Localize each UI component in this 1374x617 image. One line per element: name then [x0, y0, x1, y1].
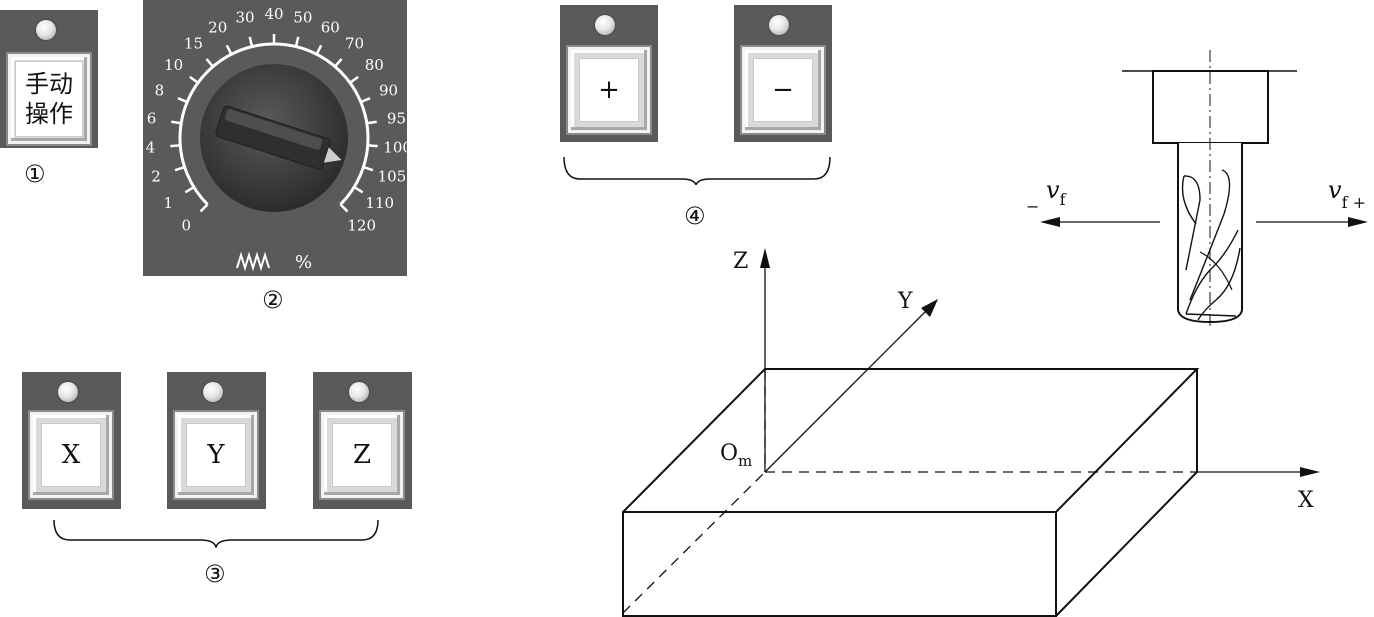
dial-tick-label: 10 — [164, 56, 183, 74]
axis-x-label: X — [61, 440, 81, 470]
axis-x-panel: X — [22, 372, 121, 509]
manual-operation-label: 手动 操作 — [25, 70, 73, 128]
dial-tick-label: 70 — [345, 35, 364, 53]
dial-tick — [367, 144, 378, 148]
dial-tick-label: 30 — [236, 8, 255, 26]
plus-button[interactable]: + — [568, 47, 650, 133]
axis-z-label: Z — [352, 440, 372, 470]
axis-z-led — [349, 382, 369, 402]
dial-tick-label: 2 — [151, 167, 161, 185]
dial-tick — [248, 36, 254, 47]
label-x: X — [1298, 488, 1314, 513]
end-mill-tool — [1122, 50, 1297, 330]
vf-negative-label: vf — [1046, 176, 1067, 209]
vf-positive-label: vf + — [1328, 176, 1366, 212]
dial-tick-label: 105 — [378, 167, 407, 185]
axis-y-panel: Y — [167, 372, 266, 509]
plus-panel: + — [560, 5, 658, 142]
dial-tick — [363, 165, 374, 172]
dial-tick-label: 8 — [155, 82, 165, 100]
manual-operation-panel: 手动 操作 — [0, 10, 98, 148]
dial-tick-label: 90 — [379, 82, 398, 100]
dial-tick-label: 0 — [182, 217, 192, 235]
feed-zigzag-icon — [236, 251, 270, 272]
dial-tick-label: 1 — [163, 194, 173, 212]
axis-y-label: Y — [207, 440, 225, 470]
dial-arc — [178, 42, 370, 206]
dial-tick — [174, 165, 185, 172]
dial-tick — [171, 120, 182, 125]
dial-tick — [315, 44, 323, 55]
axis-group-brace — [53, 519, 379, 548]
dial-pointer — [215, 105, 342, 170]
direction-group-brace — [563, 156, 831, 185]
dial-unit: % — [295, 252, 312, 273]
dial-tick-label: 6 — [147, 110, 157, 128]
dial-tick-label: 40 — [264, 5, 283, 23]
dial-tick — [225, 44, 233, 55]
dial-tick-label: 110 — [365, 194, 394, 212]
dial-tick-label: 100 — [383, 139, 407, 157]
dial-tick-label: 95 — [387, 110, 406, 128]
dial-scale — [170, 34, 378, 213]
dial-tick-label: 60 — [321, 19, 340, 37]
label-origin: Om — [720, 441, 752, 470]
axis-x-led — [58, 382, 78, 402]
dial-tick-label: 120 — [347, 217, 376, 235]
y-axis-hidden — [622, 471, 766, 614]
axis-z-panel: Z — [313, 372, 412, 509]
minus-button[interactable]: − — [742, 47, 824, 133]
dial-tick — [339, 203, 349, 213]
marker-2: ② — [262, 286, 284, 314]
dial-tick — [360, 97, 371, 104]
manual-operation-button[interactable]: 手动 操作 — [8, 54, 90, 144]
z-axis-arrow — [760, 248, 770, 268]
minus-led — [769, 15, 789, 35]
plus-label: + — [598, 75, 620, 105]
feed-negative-arrow — [1040, 217, 1060, 227]
dial-tick-label: 50 — [293, 8, 312, 26]
vf-negative-sign: − — [1026, 197, 1039, 216]
dial-tick — [366, 120, 377, 125]
dial-tick — [294, 36, 300, 47]
dial-tick — [177, 97, 188, 104]
y-axis-arrow — [921, 299, 938, 317]
dial-tick — [353, 186, 364, 194]
axis-z-button[interactable]: Z — [321, 412, 403, 498]
y-axis-line — [764, 299, 938, 473]
axis-y-led — [203, 382, 223, 402]
dial-tick — [349, 75, 359, 84]
axis-y-button[interactable]: Y — [175, 412, 257, 498]
dial-tick — [184, 186, 195, 194]
marker-4: ④ — [684, 202, 706, 230]
dial-tick — [170, 144, 181, 148]
dial-tick-label: 4 — [146, 139, 156, 157]
dial-tick — [199, 203, 209, 213]
dial-tick — [189, 75, 199, 84]
workpiece-block — [622, 368, 1200, 617]
dial-tick-label: 80 — [365, 56, 384, 74]
marker-1: ① — [24, 160, 46, 188]
dial-tick — [334, 58, 343, 68]
dial-tick — [205, 58, 214, 68]
dial-tick-label: 15 — [184, 35, 203, 53]
axis-x-button[interactable]: X — [30, 412, 112, 498]
feed-positive-arrow — [1348, 217, 1368, 227]
marker-3: ③ — [204, 560, 226, 588]
x-axis-arrow — [1300, 467, 1320, 477]
dial-tick-label: 20 — [208, 19, 227, 37]
label-z: Z — [733, 249, 748, 274]
manual-indicator-led — [36, 20, 56, 40]
minus-panel: − — [734, 5, 832, 142]
label-y: Y — [897, 289, 913, 314]
minus-label: − — [772, 75, 794, 105]
plus-led — [595, 15, 615, 35]
